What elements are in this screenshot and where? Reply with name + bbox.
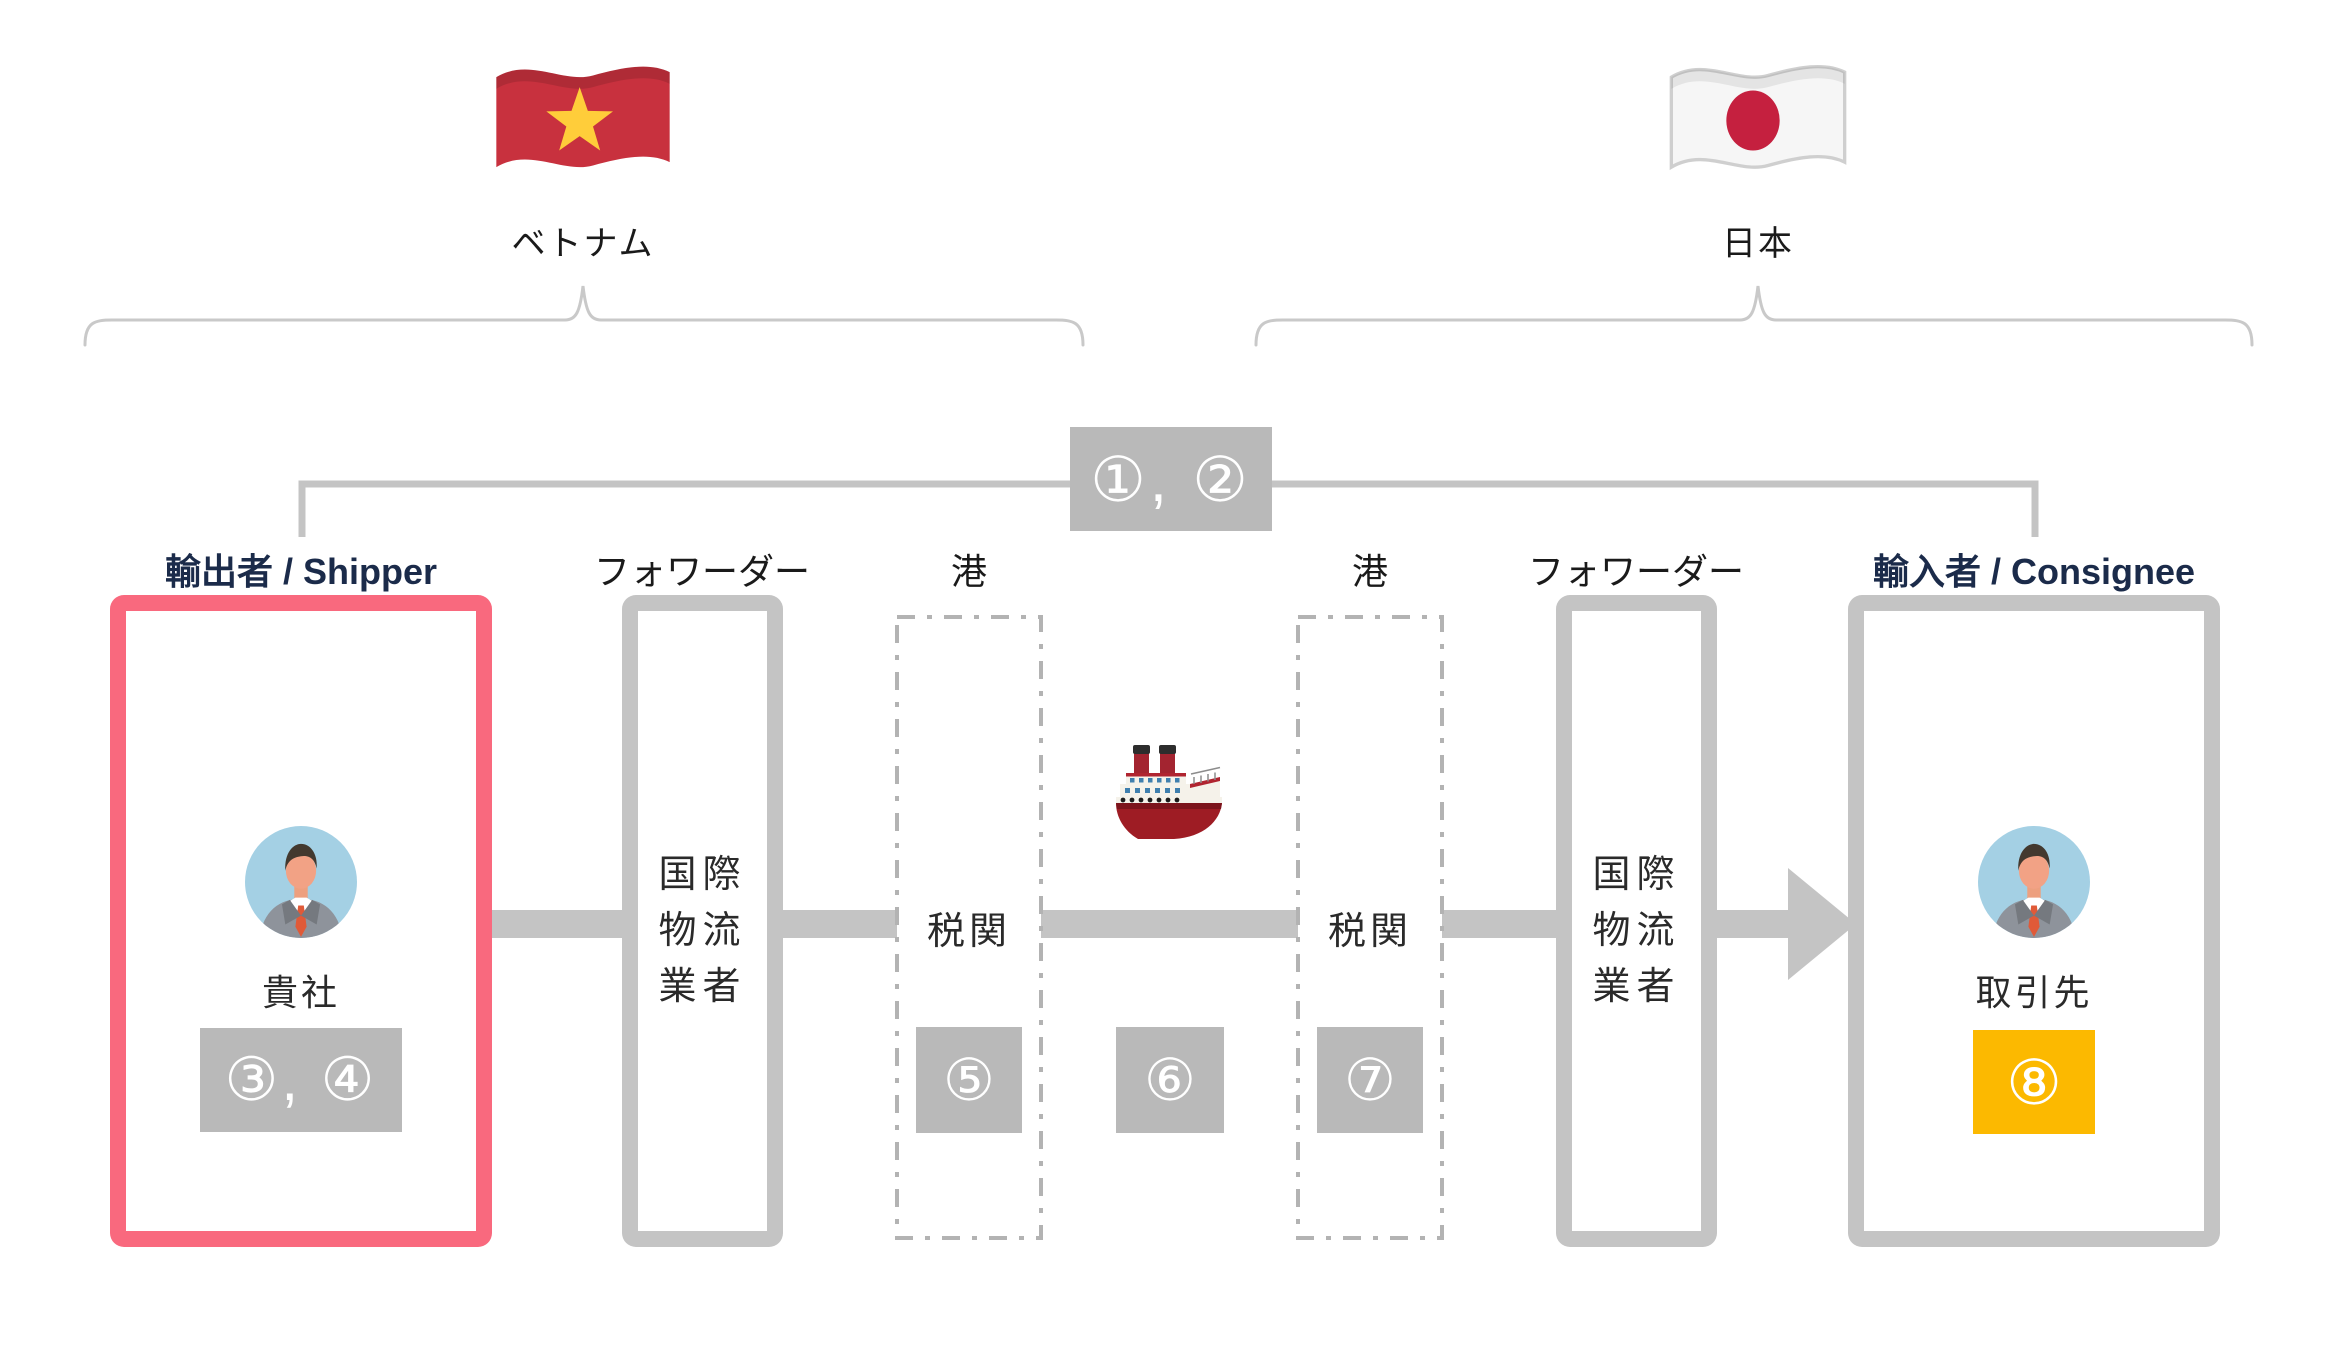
customs-destination-label: 税関 [1327, 911, 1412, 953]
header-forwarder-origin: フォワーダー [593, 551, 810, 592]
header-consignee: 輸入者 / Consignee [1872, 551, 2196, 592]
forwarder-destination-label: 国際 物流 業者 [1592, 854, 1681, 1008]
header-port-origin: 港 [950, 551, 987, 592]
header-shipper: 輸出者 / Shipper [164, 551, 438, 592]
forwarder-origin-label: 国際 物流 業者 [658, 854, 747, 1008]
shipper-entity-label: 貴社 [261, 972, 340, 1013]
shipper-steps-badge: ③, ④ [200, 1028, 402, 1132]
transit-step-badge: ⑥ [1116, 1027, 1224, 1133]
flow-bar-1 [492, 910, 622, 938]
port-origin-step-badge: ⑤ [916, 1027, 1022, 1133]
ship-icon [1108, 743, 1232, 855]
transport-documents-badge: ①, ② [1070, 427, 1272, 531]
port-origin-border [895, 615, 1043, 1240]
destination-country-label: 日本 [1722, 225, 1794, 263]
port-destination-box: 税関 ⑦ [1296, 615, 1444, 1240]
flow-bar-3 [1041, 910, 1298, 938]
consignee-box: 取引先 ⑧ [1848, 595, 2220, 1247]
port-destination-step-badge: ⑦ [1317, 1027, 1423, 1133]
flow-bar-4 [1442, 910, 1556, 938]
flow-bar-2 [783, 910, 897, 938]
consignee-entity-label: 取引先 [1975, 972, 2093, 1013]
customs-origin-label: 税関 [926, 911, 1011, 953]
origin-region-brace [83, 285, 1085, 347]
businessman-avatar-icon [1978, 826, 2090, 938]
port-destination-border [1296, 615, 1444, 1240]
destination-region-brace [1254, 285, 2254, 347]
flow-bar-5 [1717, 910, 1794, 938]
header-forwarder-destination: フォワーダー [1527, 551, 1744, 592]
shipper-box: 貴社 ③, ④ [110, 595, 492, 1247]
japan-flag-icon [1658, 48, 1858, 203]
ocean-transit-zone: ⑥ [1096, 615, 1244, 1240]
port-origin-box: 税関 ⑤ [895, 615, 1043, 1240]
header-port-destination: 港 [1351, 551, 1388, 592]
forwarder-destination-box: 国際 物流 業者 [1556, 595, 1717, 1247]
forwarder-origin-box: 国際 物流 業者 [622, 595, 783, 1247]
origin-country-label: ベトナム [511, 225, 655, 263]
businessman-avatar-icon [245, 826, 357, 938]
flow-arrowhead [1788, 868, 1856, 980]
consignee-step-badge: ⑧ [1973, 1030, 2095, 1134]
vietnam-flag-icon [483, 48, 683, 203]
